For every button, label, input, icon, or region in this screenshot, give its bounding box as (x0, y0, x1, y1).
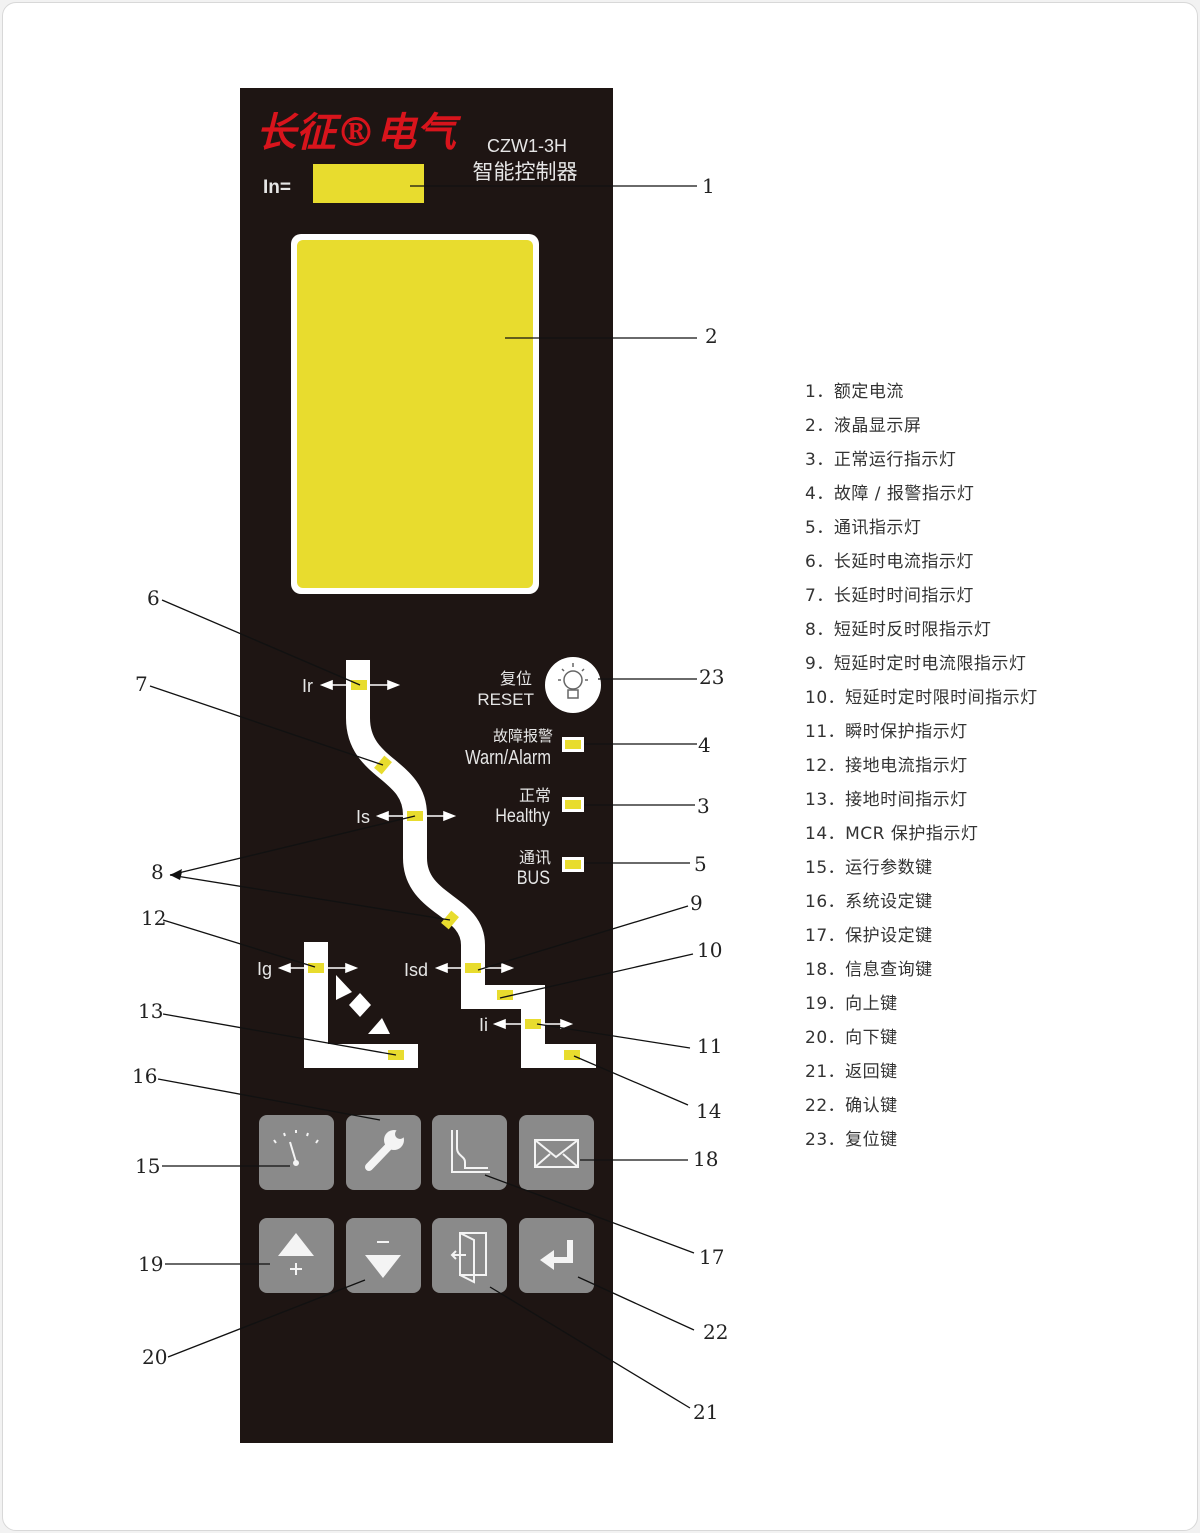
envelope-icon (534, 1139, 579, 1168)
legend-item: 8．短延时反时限指示灯 (805, 620, 992, 640)
callout-18: 18 (693, 1147, 718, 1171)
callout-17: 17 (699, 1245, 724, 1269)
callout-4: 4 (698, 733, 711, 757)
callout-20: 20 (142, 1345, 167, 1369)
legend-item: 5．通讯指示灯 (805, 518, 922, 538)
enter-arrow-icon (540, 1240, 573, 1270)
legend-item: 3．正常运行指示灯 (805, 450, 957, 470)
reset-cn-label: 复位 (500, 669, 532, 688)
callout-16: 16 (132, 1064, 157, 1088)
protection-settings-button[interactable] (432, 1115, 507, 1190)
ground-fault-curve (304, 942, 418, 1068)
callout-11: 11 (697, 1034, 722, 1058)
mcr-led (564, 1050, 580, 1060)
instantaneous-led (525, 1019, 541, 1029)
leader-lines (149, 185, 697, 1409)
short-delay-definite-current-led (465, 963, 481, 973)
warn-en-label: Warn/Alarm (465, 745, 551, 768)
legend-item: 23．复位键 (805, 1130, 898, 1150)
rated-current-label: In= (263, 177, 291, 198)
callout-9: 9 (690, 891, 703, 915)
callout-7: 7 (135, 672, 148, 696)
callout-22: 22 (703, 1320, 728, 1344)
legend-item: 21．返回键 (805, 1062, 898, 1082)
callout-6: 6 (147, 586, 160, 610)
legend-item: 13．接地时间指示灯 (805, 790, 968, 810)
healthy-en-label: Healthy (495, 805, 550, 827)
legend-item: 2．液晶显示屏 (805, 416, 922, 436)
wrench-icon (365, 1129, 405, 1171)
curve-icon (451, 1130, 490, 1173)
ground-current-led (308, 963, 324, 973)
ground-curve-mark (336, 975, 352, 1000)
warn-alarm-led (565, 740, 581, 749)
legend-item: 16．系统设定键 (805, 892, 933, 912)
ii-label: Ii (479, 1015, 488, 1035)
rated-current-display (313, 164, 424, 203)
confirm-button[interactable] (519, 1218, 594, 1293)
legend-item: 11．瞬时保护指示灯 (805, 722, 968, 742)
ig-label: Ig (257, 959, 272, 979)
legend-item: 7．长延时时间指示灯 (805, 586, 974, 606)
gauge-icon (273, 1130, 319, 1166)
legend-item: 17．保护设定键 (805, 926, 933, 946)
callout-14: 14 (696, 1099, 721, 1123)
callout-8: 8 (151, 860, 164, 884)
healthy-led (565, 800, 581, 809)
information-query-button[interactable] (519, 1115, 594, 1190)
protection-curve (346, 660, 596, 1068)
run-parameters-button[interactable] (259, 1115, 334, 1190)
legend-list: 1．额定电流 2．液晶显示屏 3．正常运行指示灯 4．故障 / 报警指示灯 5．通讯指示… (805, 378, 1038, 1160)
exit-door-icon (450, 1232, 487, 1284)
legend-item: 4．故障 / 报警指示灯 (805, 484, 975, 504)
callout-10: 10 (697, 938, 722, 962)
reset-button[interactable] (545, 657, 601, 713)
callout-1: 1 (702, 174, 715, 198)
lcd-screen (297, 240, 533, 588)
short-delay-definite-time-led (497, 990, 513, 1000)
down-button[interactable] (346, 1218, 421, 1293)
legend-item: 20．向下键 (805, 1028, 898, 1048)
callout-13: 13 (138, 999, 163, 1023)
callout-5: 5 (694, 852, 707, 876)
warn-cn-label: 故障报警 (493, 727, 553, 745)
legend-item: 14．MCR 保护指示灯 (805, 824, 979, 844)
bus-cn-label: 通讯 (519, 848, 551, 867)
callout-21: 21 (693, 1400, 718, 1424)
legend-item: 12．接地电流指示灯 (805, 756, 968, 776)
legend-item: 10．短延时定时限时间指示灯 (805, 688, 1038, 708)
callout-19: 19 (138, 1252, 163, 1276)
legend-item: 18．信息查询键 (805, 960, 933, 980)
ir-label: Ir (302, 676, 313, 696)
is-label: Is (356, 807, 370, 827)
bus-en-label: BUS (517, 867, 550, 889)
back-button[interactable] (432, 1218, 507, 1293)
callout-12: 12 (141, 906, 166, 930)
brand-logo: 长征®电气 (256, 109, 462, 156)
legend-item: 22．确认键 (805, 1096, 898, 1116)
bus-led (565, 860, 581, 869)
healthy-cn-label: 正常 (519, 786, 551, 805)
callout-3: 3 (697, 794, 710, 818)
up-button[interactable] (259, 1218, 334, 1293)
product-name: 智能控制器 (473, 160, 578, 184)
callout-23: 23 (699, 665, 724, 689)
up-arrow-icon (278, 1233, 314, 1275)
legend-item: 9．短延时定时电流限指示灯 (805, 654, 1027, 674)
legend-item: 15．运行参数键 (805, 858, 933, 878)
legend-item: 6．长延时电流指示灯 (805, 552, 974, 572)
light-bulb-icon (558, 663, 588, 699)
system-settings-button[interactable] (346, 1115, 421, 1190)
ground-curve-mark (349, 993, 371, 1017)
down-arrow-icon (365, 1241, 401, 1278)
arrowhead (170, 872, 182, 880)
legend-item: 19．向上键 (805, 994, 898, 1014)
model-label: CZW1-3H (487, 136, 567, 156)
callout-2: 2 (705, 324, 718, 348)
reset-en-label: RESET (477, 690, 534, 709)
legend-item: 1．额定电流 (805, 382, 904, 402)
isd-label: Isd (404, 960, 428, 980)
callout-15: 15 (135, 1154, 160, 1178)
ground-curve-mark (368, 1018, 390, 1034)
